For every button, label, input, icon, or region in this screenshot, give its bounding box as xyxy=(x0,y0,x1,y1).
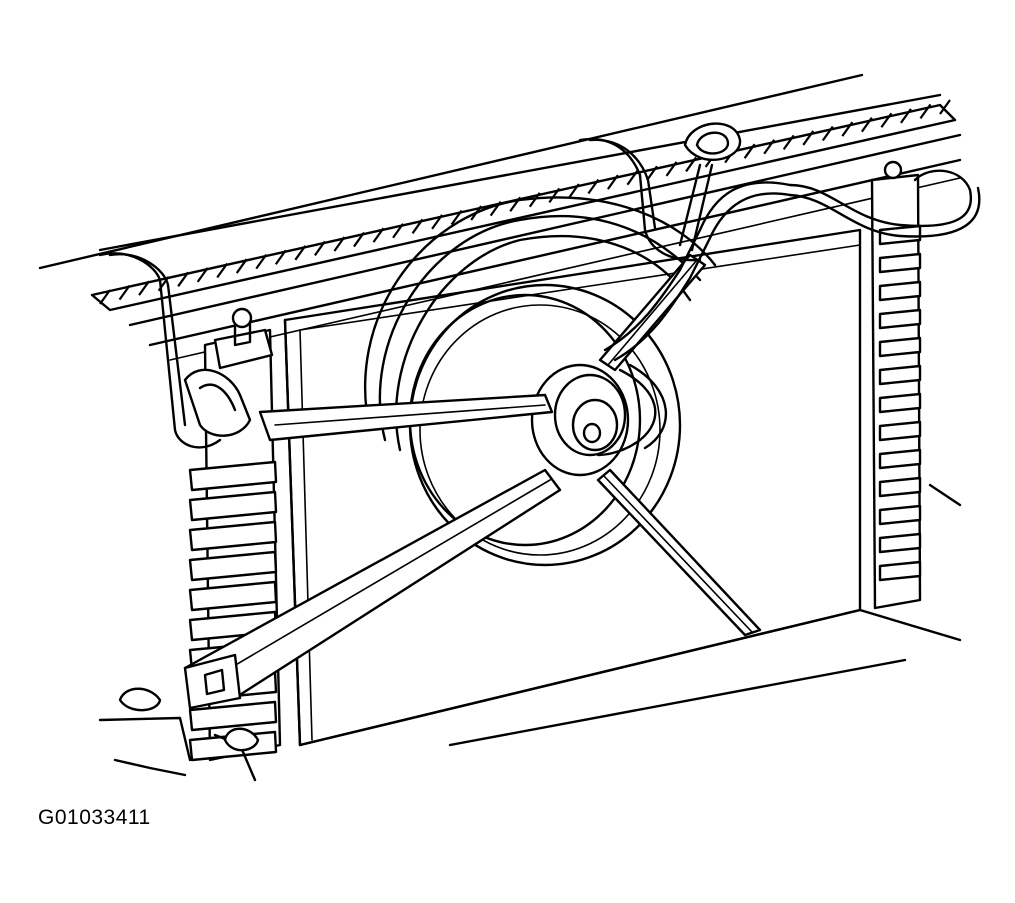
right-tank-fin xyxy=(880,534,920,552)
hatch-stroke xyxy=(334,237,344,251)
right-tank-fin xyxy=(880,506,920,524)
figure-id-label: G01033411 xyxy=(38,806,151,829)
shroud-arms xyxy=(185,255,760,708)
lower-mounts xyxy=(100,689,258,780)
hatch-stroke xyxy=(764,140,774,154)
hatch-stroke xyxy=(569,184,579,198)
hatch-stroke xyxy=(901,109,911,123)
hatch-stroke xyxy=(647,166,657,180)
hatch-stroke xyxy=(139,281,149,295)
right-tank-fin xyxy=(880,254,920,272)
hatch-stroke xyxy=(842,122,852,136)
hatch-stroke xyxy=(881,113,891,127)
right-radiator-tank xyxy=(872,162,920,608)
hatch-stroke xyxy=(745,144,755,158)
hatch-stroke xyxy=(862,118,872,132)
hatch-stroke xyxy=(667,162,677,176)
hatch-stroke xyxy=(608,175,618,189)
right-tank-fin xyxy=(880,562,920,580)
hatch-stroke xyxy=(217,263,227,277)
hatch-stroke xyxy=(940,100,950,114)
hatch-stroke xyxy=(120,286,130,300)
right-tank-fin xyxy=(880,338,920,356)
hatch-stroke xyxy=(295,246,305,260)
hatch-stroke xyxy=(237,259,247,273)
hatch-stroke xyxy=(823,127,833,141)
hatch-stroke xyxy=(686,157,696,171)
right-tank-fin xyxy=(880,394,920,412)
left-tank-fin xyxy=(190,702,276,730)
hatch-stroke xyxy=(354,233,364,247)
radiator-core xyxy=(285,230,960,745)
left-tank-fin xyxy=(190,552,276,580)
right-tank-fin xyxy=(880,478,920,496)
wiring-harness xyxy=(100,124,979,455)
hatch-stroke xyxy=(803,131,813,145)
hatch-stroke xyxy=(413,219,423,233)
hatch-stroke xyxy=(588,180,598,194)
left-tank-fin xyxy=(190,492,276,520)
hatch-stroke xyxy=(784,135,794,149)
hatch-stroke xyxy=(198,268,208,282)
right-tank-fin xyxy=(880,422,920,440)
upper-radiator-hose xyxy=(185,370,250,436)
hatch-stroke xyxy=(627,171,637,185)
left-tank-fin xyxy=(190,582,276,610)
right-tank-fin xyxy=(880,310,920,328)
hatch-stroke xyxy=(100,290,110,304)
fan-motor xyxy=(532,365,628,475)
hatch-stroke xyxy=(276,250,286,264)
hatch-stroke xyxy=(549,188,559,202)
hatch-stroke xyxy=(393,224,403,238)
left-tank-fin xyxy=(190,522,276,550)
right-tank-fin xyxy=(880,282,920,300)
hatch-stroke xyxy=(178,272,188,286)
hatch-stroke xyxy=(530,193,540,207)
hatch-stroke xyxy=(256,255,266,269)
right-tank-fins xyxy=(880,226,920,580)
upper-radiator-support xyxy=(40,75,960,360)
hatch-stroke xyxy=(452,210,462,224)
hatch-stroke xyxy=(373,228,383,242)
right-tank-fin xyxy=(880,366,920,384)
hatch-stroke xyxy=(432,215,442,229)
hatch-stroke xyxy=(920,104,930,118)
hatch-stroke xyxy=(315,241,325,255)
right-tank-fin xyxy=(880,450,920,468)
left-tank-fin xyxy=(190,462,276,490)
